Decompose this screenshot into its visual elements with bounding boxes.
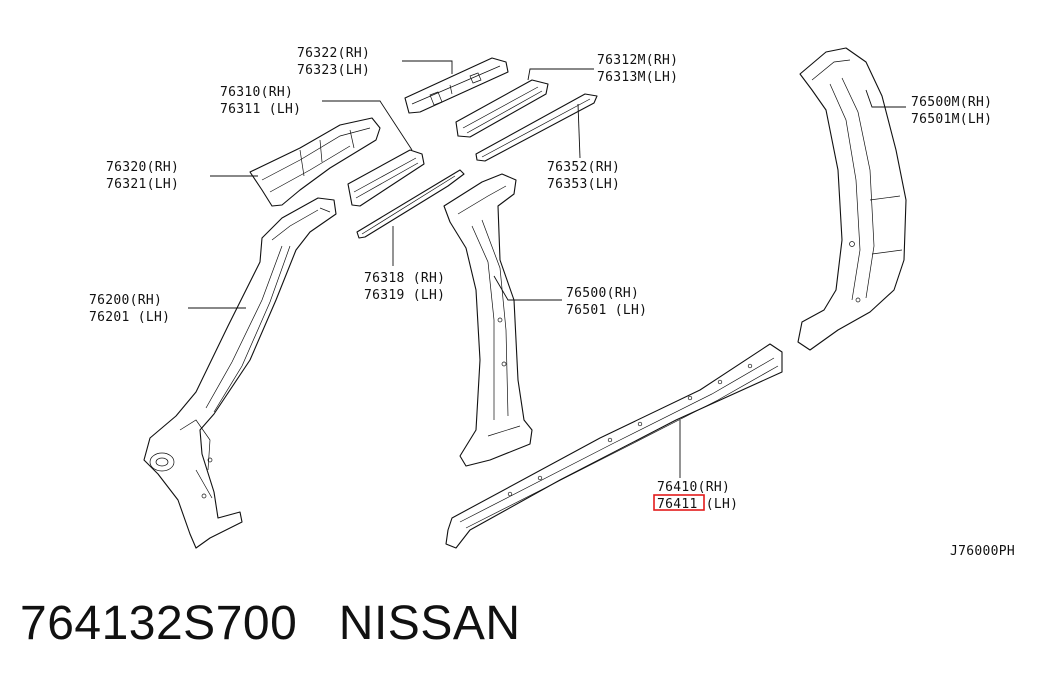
callout-76310: 76310(RH) 76311 (LH): [220, 85, 301, 117]
callout-76500m: 76500M(RH) 76501M(LH): [911, 95, 992, 127]
callout-76320: 76320(RH) 76321(LH): [106, 160, 179, 192]
parts-diagram: 76322(RH) 76323(LH) 76312M(RH) 76313M(LH…: [89, 46, 1015, 559]
callout-76318: 76318 (RH) 76319 (LH): [364, 271, 445, 303]
callout-lh: 76353(LH): [547, 177, 620, 192]
callout-lh: 76313M(LH): [597, 70, 678, 85]
callout-rh: 76352(RH): [547, 160, 620, 175]
callout-lh: 76321(LH): [106, 177, 179, 192]
callout-76500: 76500(RH) 76501 (LH): [566, 286, 647, 318]
part-pillar-strip: [356, 169, 465, 239]
brand-name: NISSAN: [338, 597, 521, 650]
part-rail-reinforcement: [475, 93, 598, 162]
part-front-pillar-reinforcement: [347, 149, 425, 207]
callout-rh: 76500M(RH): [911, 95, 992, 110]
callout-lh: 76411 (LH): [657, 497, 738, 512]
callout-rh: 76322(RH): [297, 46, 370, 61]
callout-rh: 76312M(RH): [597, 53, 678, 68]
part-roof-rail-bracket: [404, 57, 509, 114]
part-caption: 764132S700 NISSAN: [20, 596, 521, 651]
part-number: 764132S700: [20, 597, 298, 650]
callout-76352: 76352(RH) 76353(LH): [547, 160, 620, 192]
callout-76200: 76200(RH) 76201 (LH): [89, 293, 170, 325]
callout-rh: 76318 (RH): [364, 271, 445, 286]
callout-lh: 76323(LH): [297, 63, 370, 78]
callout-rh: 76200(RH): [89, 293, 162, 308]
callout-rh: 76410(RH): [657, 480, 730, 495]
callout-lh: 76201 (LH): [89, 310, 170, 325]
diagram-code: J76000PH: [950, 544, 1015, 559]
highlight-box: [653, 494, 705, 511]
leader-lines: [188, 60, 906, 478]
callout-76322: 76322(RH) 76323(LH): [297, 46, 370, 78]
part-rear-pillar: [797, 47, 907, 351]
callout-lh: 76311 (LH): [220, 102, 301, 117]
callout-rh: 76320(RH): [106, 160, 179, 175]
callout-76312m: 76312M(RH) 76313M(LH): [597, 53, 678, 85]
callout-lh: 76501 (LH): [566, 303, 647, 318]
part-center-pillar: [443, 173, 533, 467]
part-front-pillar: [143, 197, 337, 549]
callout-lh: 76319 (LH): [364, 288, 445, 303]
callout-rh: 76310(RH): [220, 85, 293, 100]
callout-rh: 76500(RH): [566, 286, 639, 301]
part-roof-side-rail: [455, 79, 549, 138]
part-side-sill: [445, 343, 783, 549]
part-front-pillar-bracket: [249, 117, 381, 207]
callout-76410: 76410(RH) 76411 (LH): [653, 480, 738, 512]
callout-lh: 76501M(LH): [911, 112, 992, 127]
